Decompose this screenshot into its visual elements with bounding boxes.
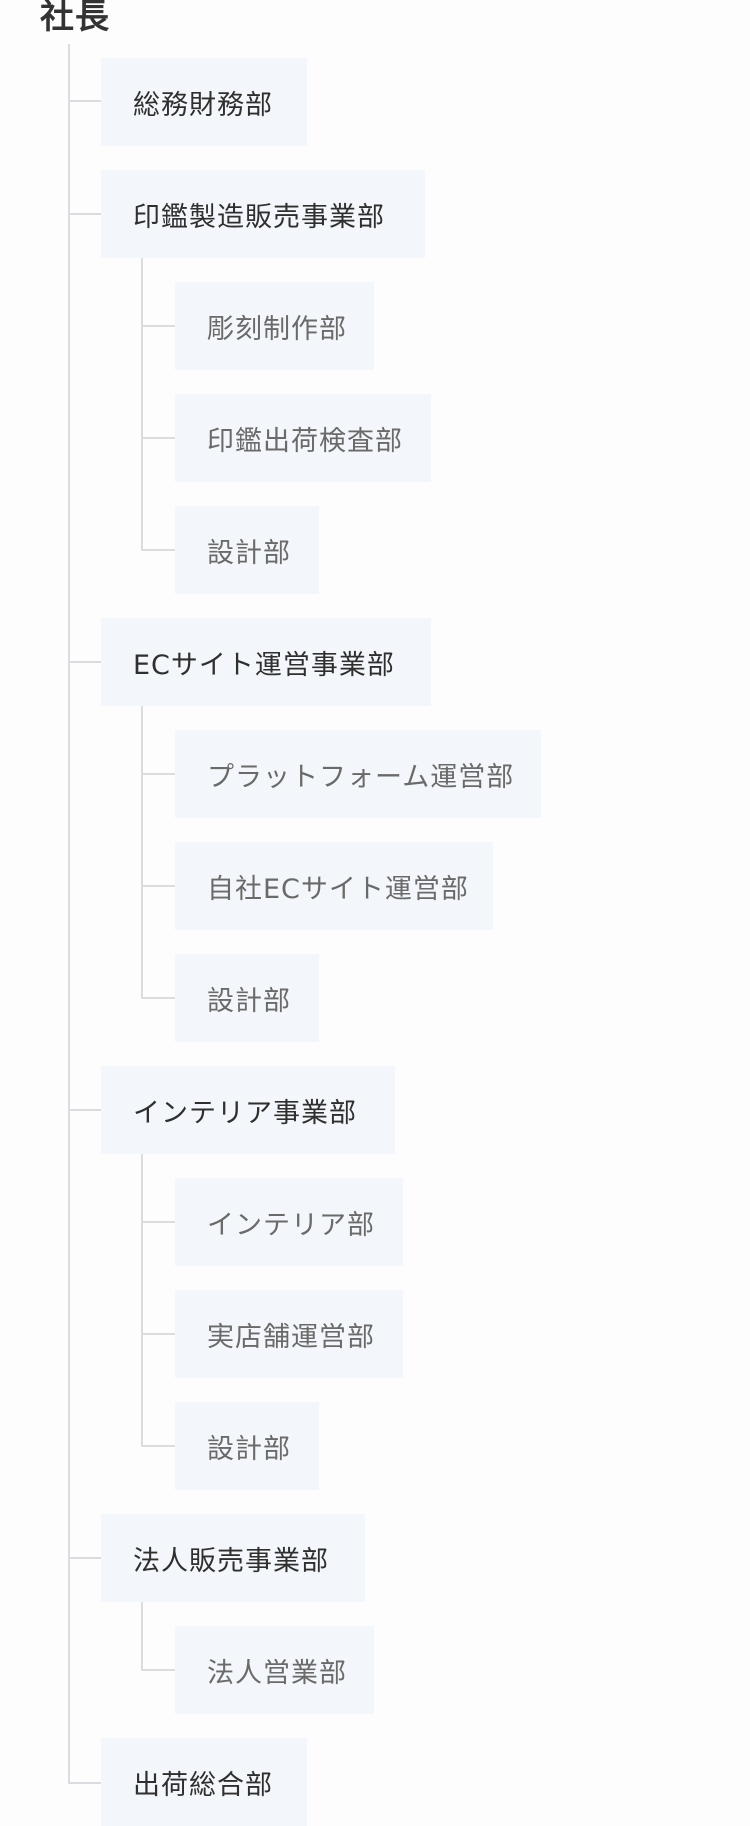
division-box: 印鑑製造販売事業部 [101,170,425,258]
sub-trunk-line [141,706,143,998]
department-box: 彫刻制作部 [175,282,374,370]
department-box: 法人営業部 [175,1626,374,1714]
sub-branch-line [141,325,175,327]
department-label: 彫刻制作部 [207,313,347,345]
sub-branch-line [141,1221,175,1223]
branch-line [68,1109,101,1111]
division-box: インテリア事業部 [101,1066,395,1154]
division-label: 総務財務部 [133,89,273,121]
department-box: プラットフォーム運営部 [175,730,541,818]
department-label: 印鑑出荷検査部 [207,425,403,457]
department-box: 印鑑出荷検査部 [175,394,431,482]
branch-line [68,1782,101,1784]
sub-branch-line [141,1669,175,1671]
sub-branch-line [141,549,175,551]
department-box: 設計部 [175,1402,319,1490]
sub-branch-line [141,885,175,887]
division-label: ECサイト運営事業部 [133,649,395,681]
division-box: 法人販売事業部 [101,1514,365,1602]
sub-branch-line [141,1333,175,1335]
branch-line [68,661,101,663]
root-title: 社長 [40,0,110,37]
sub-branch-line [141,773,175,775]
branch-line [68,213,101,215]
sub-branch-line [141,437,175,439]
sub-trunk-line [141,258,143,550]
division-box: 総務財務部 [101,58,307,146]
department-label: 設計部 [207,1433,291,1465]
department-label: プラットフォーム運営部 [207,761,515,793]
department-box: 設計部 [175,954,319,1042]
department-label: インテリア部 [207,1209,375,1241]
department-label: 設計部 [207,537,291,569]
department-label: 設計部 [207,985,291,1017]
department-label: 自社ECサイト運営部 [207,873,469,905]
division-box: ECサイト運営事業部 [101,618,431,706]
department-box: 自社ECサイト運営部 [175,842,493,930]
sub-trunk-line [141,1154,143,1446]
department-box: インテリア部 [175,1178,403,1266]
department-box: 設計部 [175,506,319,594]
sub-branch-line [141,1445,175,1447]
division-label: 出荷総合部 [133,1769,273,1801]
trunk-line [68,44,70,1784]
branch-line [68,100,101,102]
sub-branch-line [141,997,175,999]
division-box: 出荷総合部 [101,1738,307,1826]
division-label: インテリア事業部 [133,1097,357,1129]
division-label: 法人販売事業部 [133,1545,329,1577]
branch-line [68,1557,101,1559]
sub-trunk-line [141,1602,143,1670]
division-label: 印鑑製造販売事業部 [133,201,385,233]
department-label: 法人営業部 [207,1657,347,1689]
department-label: 実店舗運営部 [207,1321,375,1353]
department-box: 実店舗運営部 [175,1290,403,1378]
